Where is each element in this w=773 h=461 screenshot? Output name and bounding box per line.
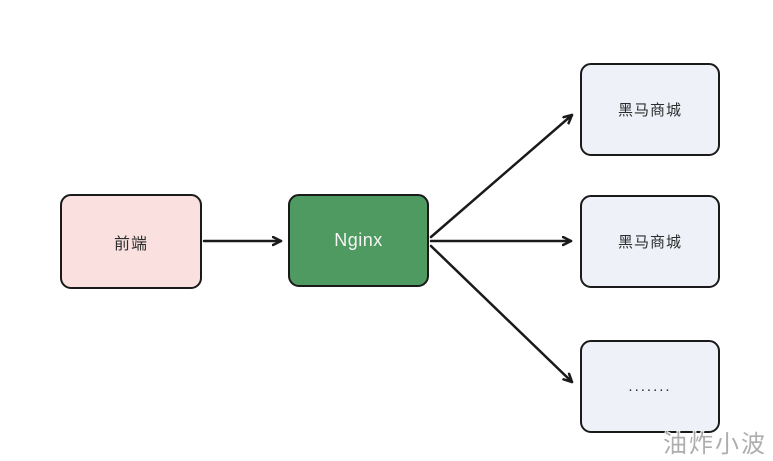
node-frontend-label: 前端 [113,235,148,253]
edge-nginx-mall-1 [429,113,574,239]
edge-nginx-more [429,244,574,384]
node-more-label: ....... [628,378,672,395]
node-more: ....... [580,340,720,433]
node-mall-1: 黑马商城 [580,63,720,156]
node-nginx: Nginx [288,194,429,287]
node-mall-2: 黑马商城 [580,195,720,288]
watermark: 油炸小波 [663,431,767,458]
node-frontend: 前端 [60,194,202,289]
node-mall-2-label: 黑马商城 [617,234,682,251]
node-nginx-label: Nginx [334,230,383,250]
node-mall-1-label: 黑马商城 [617,102,682,119]
